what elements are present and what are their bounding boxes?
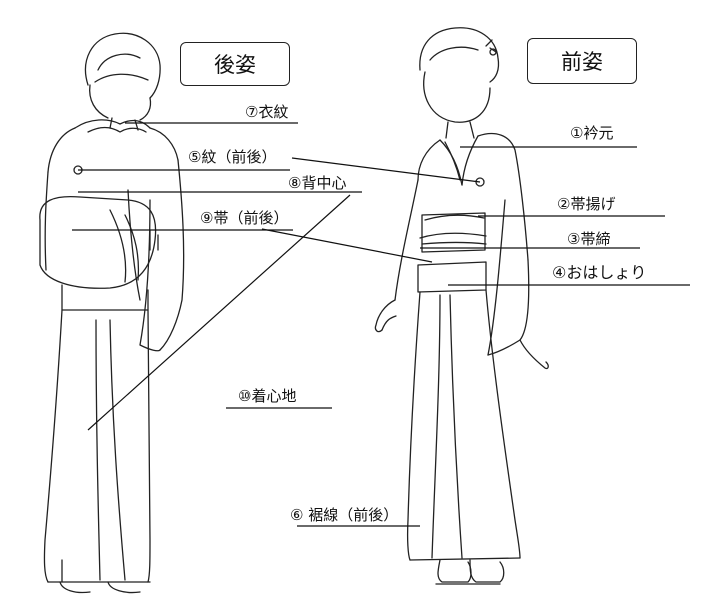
label-obijime: ③帯締 bbox=[567, 230, 611, 248]
leader-lines bbox=[72, 122, 690, 527]
leader-line-crest-front bbox=[291, 157, 481, 183]
back-view-title: 後姿 bbox=[180, 42, 290, 86]
label-crest: ⑤紋（前後） bbox=[188, 148, 277, 166]
back-view-figure bbox=[39, 32, 185, 594]
leader-line-back-center-diag bbox=[87, 194, 351, 431]
front-view-title: 前姿 bbox=[527, 38, 637, 84]
label-collar: ①衿元 bbox=[570, 124, 614, 142]
label-emon: ⑦衣紋 bbox=[245, 103, 289, 121]
label-hem-line: ⑥ 裾線（前後） bbox=[290, 506, 399, 524]
label-obiage: ②帯揚げ bbox=[557, 195, 616, 213]
label-obi: ⑨帯（前後） bbox=[200, 209, 289, 227]
label-comfort: ⑩着心地 bbox=[238, 387, 297, 405]
label-ohashori: ④おはしょり bbox=[552, 263, 647, 282]
front-view-figure bbox=[374, 27, 549, 585]
leader-line-obi-front bbox=[261, 228, 433, 263]
label-back-center: ⑧背中心 bbox=[288, 174, 347, 192]
